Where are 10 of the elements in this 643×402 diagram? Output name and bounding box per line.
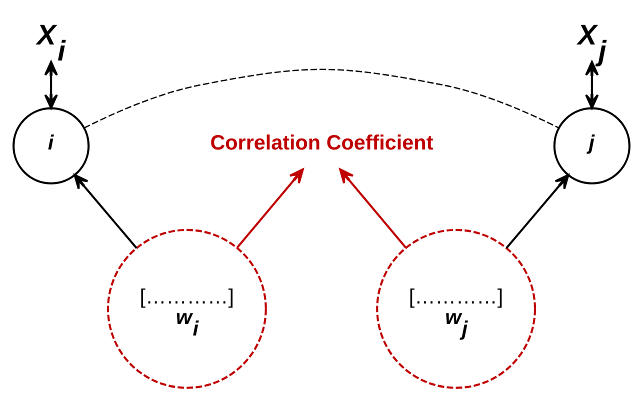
node-circle: j (553, 106, 630, 184)
node-circle: i (12, 106, 90, 184)
arrow (585, 60, 599, 108)
arrow (236, 168, 304, 248)
node-text: Correlation Coefficient (210, 130, 434, 154)
connector (84, 68, 560, 128)
arrow (74, 174, 138, 248)
arrow (506, 174, 570, 248)
arrow (44, 60, 58, 108)
arrow (339, 168, 407, 248)
